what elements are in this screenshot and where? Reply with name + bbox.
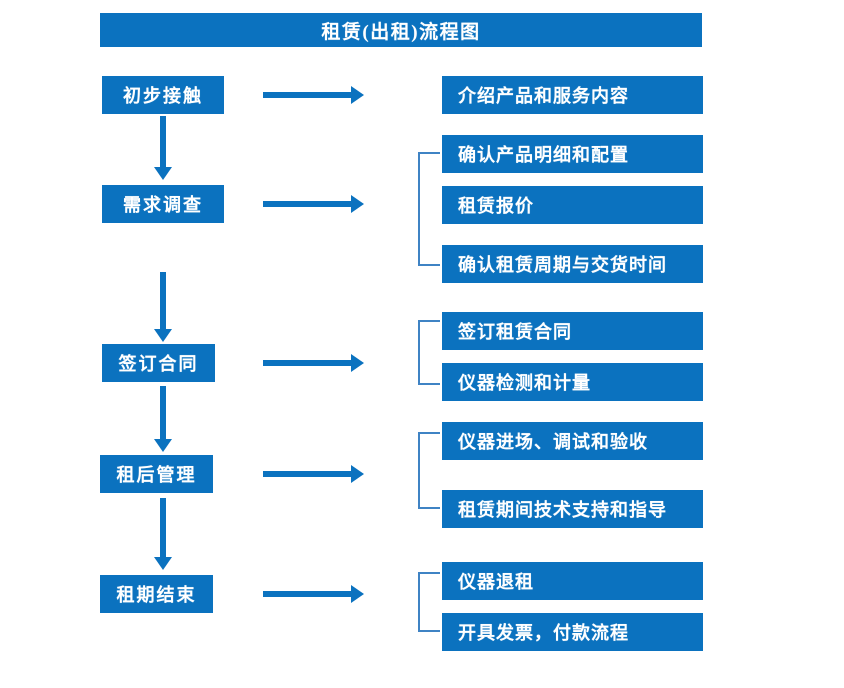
arrow-head-right-icon bbox=[351, 354, 364, 372]
arrow-shaft bbox=[160, 272, 166, 329]
detail-box-8-label: 租赁期间技术支持和指导 bbox=[458, 500, 667, 520]
stage-sequence-arrow-2-to-3 bbox=[154, 272, 172, 342]
detail-box-6-label: 仪器检测和计量 bbox=[458, 373, 591, 393]
stage-box-5-label: 租期结束 bbox=[116, 585, 197, 605]
detail-box-10[interactable]: 开具发票，付款流程 bbox=[442, 613, 703, 651]
detail-box-6[interactable]: 仪器检测和计量 bbox=[442, 363, 703, 401]
stage-box-2[interactable]: 需求调查 bbox=[102, 185, 224, 223]
arrow-shaft bbox=[263, 591, 352, 597]
detail-box-4-label: 确认租赁周期与交货时间 bbox=[458, 255, 667, 275]
detail-box-3-label: 租赁报价 bbox=[458, 196, 534, 216]
group-bracket-rental-end bbox=[418, 572, 440, 632]
detail-box-1-label: 介绍产品和服务内容 bbox=[458, 86, 629, 106]
arrow-head-right-icon bbox=[351, 585, 364, 603]
stage-box-3[interactable]: 签订合同 bbox=[102, 344, 215, 382]
stage-to-detail-arrow-4 bbox=[263, 465, 364, 483]
arrow-shaft bbox=[160, 498, 166, 557]
arrow-head-down-icon bbox=[154, 439, 172, 452]
arrow-head-down-icon bbox=[154, 167, 172, 180]
detail-box-7-label: 仪器进场、调试和验收 bbox=[458, 432, 648, 452]
stage-box-4-label: 租后管理 bbox=[116, 465, 197, 485]
detail-box-5-label: 签订租赁合同 bbox=[458, 322, 572, 342]
stage-box-1-label: 初步接触 bbox=[123, 86, 203, 106]
arrow-head-right-icon bbox=[351, 195, 364, 213]
arrow-shaft bbox=[160, 386, 166, 439]
arrow-head-down-icon bbox=[154, 557, 172, 570]
detail-box-8[interactable]: 租赁期间技术支持和指导 bbox=[442, 490, 703, 528]
arrow-head-right-icon bbox=[351, 465, 364, 483]
detail-box-7[interactable]: 仪器进场、调试和验收 bbox=[442, 422, 703, 460]
detail-box-2-label: 确认产品明细和配置 bbox=[458, 145, 629, 165]
arrow-shaft bbox=[263, 201, 352, 207]
detail-box-1[interactable]: 介绍产品和服务内容 bbox=[442, 76, 703, 114]
stage-to-detail-arrow-1 bbox=[263, 86, 364, 104]
detail-box-9-label: 仪器退租 bbox=[458, 572, 534, 592]
arrow-shaft bbox=[263, 360, 352, 366]
stage-sequence-arrow-4-to-5 bbox=[154, 498, 172, 570]
stage-box-1[interactable]: 初步接触 bbox=[102, 76, 224, 114]
arrow-head-down-icon bbox=[154, 329, 172, 342]
detail-box-9[interactable]: 仪器退租 bbox=[442, 562, 703, 600]
stage-sequence-arrow-1-to-2 bbox=[154, 116, 172, 180]
stage-to-detail-arrow-3 bbox=[263, 354, 364, 372]
detail-box-5[interactable]: 签订租赁合同 bbox=[442, 312, 703, 350]
arrow-shaft bbox=[263, 471, 352, 477]
arrow-head-right-icon bbox=[351, 86, 364, 104]
stage-box-5[interactable]: 租期结束 bbox=[100, 575, 213, 613]
detail-box-3[interactable]: 租赁报价 bbox=[442, 186, 703, 224]
detail-box-2[interactable]: 确认产品明细和配置 bbox=[442, 135, 703, 173]
arrow-shaft bbox=[263, 92, 352, 98]
stage-to-detail-arrow-5 bbox=[263, 585, 364, 603]
stage-sequence-arrow-3-to-4 bbox=[154, 386, 172, 452]
detail-box-10-label: 开具发票，付款流程 bbox=[458, 623, 629, 643]
stage-box-2-label: 需求调查 bbox=[123, 195, 203, 215]
diagram-title-banner: 租赁(出租)流程图 bbox=[100, 13, 702, 47]
arrow-shaft bbox=[160, 116, 166, 167]
stage-box-4[interactable]: 租后管理 bbox=[100, 455, 213, 493]
stage-to-detail-arrow-2 bbox=[263, 195, 364, 213]
group-bracket-contract bbox=[418, 320, 440, 385]
group-bracket-needs-survey bbox=[418, 152, 440, 266]
detail-box-4[interactable]: 确认租赁周期与交货时间 bbox=[442, 245, 703, 283]
group-bracket-post-rental bbox=[418, 432, 440, 509]
stage-box-3-label: 签订合同 bbox=[118, 354, 199, 374]
diagram-title-text: 租赁(出租)流程图 bbox=[321, 21, 481, 43]
